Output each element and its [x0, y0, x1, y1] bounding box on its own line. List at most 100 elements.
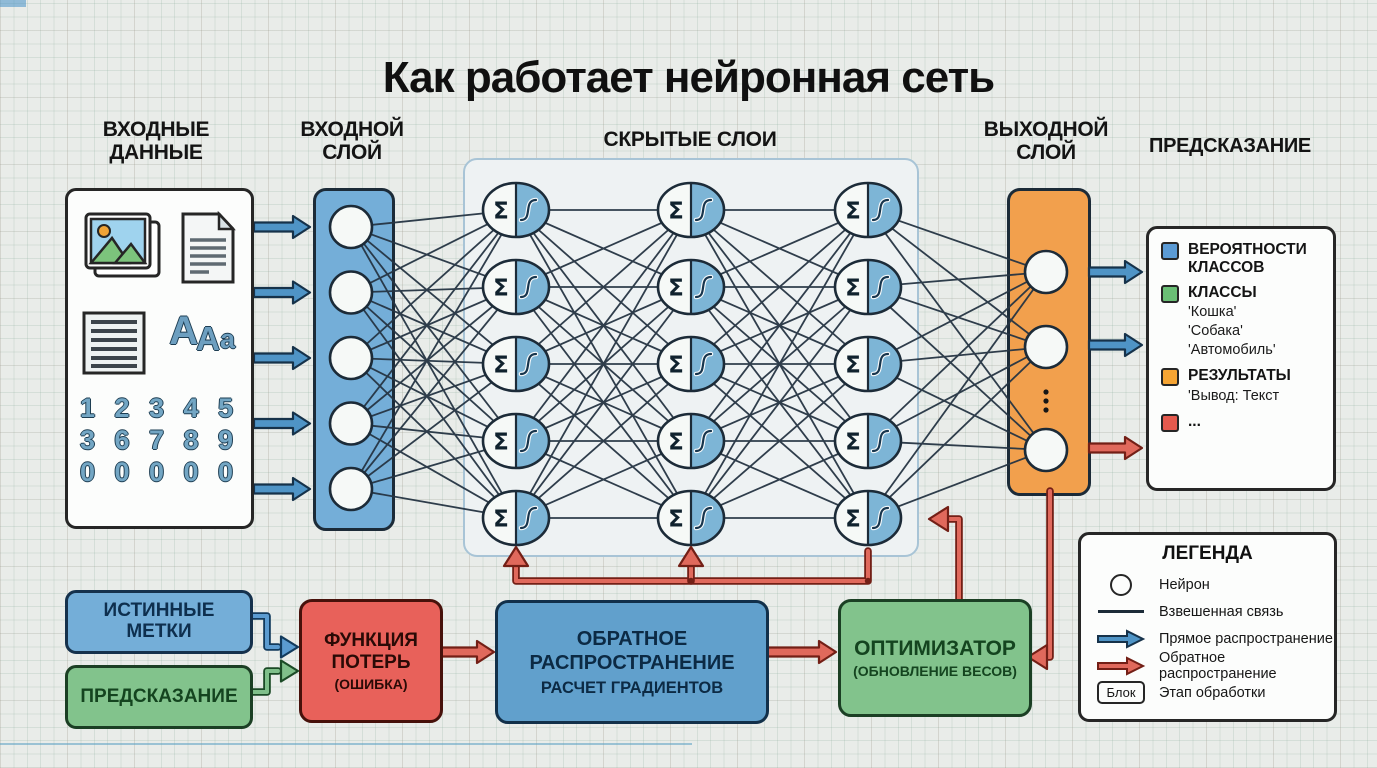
- optimizer-title: ОПТИМИЗАТОР: [854, 637, 1016, 660]
- arrowhead: [927, 505, 950, 533]
- prediction-panel: ВЕРОЯТНОСТИ КЛАССОВ КЛАССЫ 'Кошка' 'Соба…: [1146, 226, 1336, 491]
- backprop-title: ОБРАТНОЕ РАСПРОСТРАНЕНИЕ: [529, 627, 735, 674]
- legend-item-label: Этап обработки: [1159, 684, 1266, 701]
- optimizer-box: ОПТИМИЗАТОР (ОБНОВЛЕНИЕ ВЕСОВ): [838, 599, 1032, 717]
- prediction-item: ...: [1161, 413, 1333, 432]
- hidden-neuron: Σ: [833, 181, 903, 239]
- hidden-neuron: Σ: [481, 258, 551, 316]
- backpropagation-box: ОБРАТНОЕ РАСПРОСТРАНЕНИЕ РАСЧЕТ ГРАДИЕНТ…: [495, 600, 769, 724]
- class-example: 'Кошка': [1188, 304, 1237, 321]
- arrowhead: [502, 545, 530, 568]
- sum-glyph: Σ: [845, 276, 861, 302]
- hidden-layers-label: СКРЫТЫЕ СЛОИ: [603, 128, 777, 151]
- prediction-text: ПРЕДСКАЗАНИЕ: [80, 686, 238, 707]
- output-neuron: [1023, 427, 1069, 473]
- backward-arrow: [763, 639, 838, 665]
- legend-item: Обратное распространение: [1081, 649, 1334, 682]
- hidden-neuron: Σ: [481, 181, 551, 239]
- output-neuron: [1023, 249, 1069, 295]
- results-swatch: [1161, 367, 1179, 386]
- input-neuron: [328, 204, 374, 250]
- class-example: 'Собака': [1188, 323, 1243, 340]
- arrowhead: [279, 635, 300, 659]
- legend-item: Взвешенная связь: [1081, 598, 1334, 625]
- sum-glyph: Σ: [493, 430, 509, 456]
- hidden-neuron: Σ: [833, 489, 903, 547]
- forward-arrow: [252, 280, 312, 305]
- blue-arrow-icon: [1097, 628, 1146, 649]
- forward-arrow: [252, 411, 312, 436]
- scan-artifact-line: [0, 743, 692, 745]
- legend-item-label: Обратное распространение: [1159, 649, 1277, 682]
- backprop-subtitle: РАСЧЕТ ГРАДИЕНТОВ: [540, 678, 724, 697]
- prediction-item-label: ...: [1188, 412, 1201, 430]
- output-ellipsis: [1043, 407, 1049, 413]
- sum-glyph: Σ: [845, 353, 861, 379]
- sum-glyph: Σ: [493, 276, 509, 302]
- optimizer-subtitle: (ОБНОВЛЕНИЕ ВЕСОВ): [853, 663, 1017, 679]
- forward-arrow: [252, 345, 312, 371]
- sum-glyph: Σ: [493, 199, 509, 225]
- legend-item: Нейрон: [1081, 571, 1334, 598]
- input-neuron: [328, 466, 374, 512]
- neuron-circle-icon: [1110, 573, 1132, 596]
- hidden-neuron: Σ: [656, 489, 726, 547]
- hidden-neuron: Σ: [481, 489, 551, 547]
- input-neuron: [328, 270, 374, 315]
- arrowhead: [279, 659, 300, 683]
- backward-arrow: [438, 639, 496, 665]
- sum-glyph: Σ: [493, 507, 509, 533]
- input-icons-row-2: AAa: [68, 285, 251, 375]
- digits-row: 3 6 7 8 9: [79, 424, 240, 455]
- class-example: 'Автомобиль': [1188, 342, 1276, 359]
- sum-glyph: Σ: [668, 507, 684, 533]
- hidden-neuron: Σ: [656, 335, 726, 393]
- output-layer-label: ВЫХОДНОЙ СЛОЙ: [983, 118, 1109, 165]
- scan-artifact-corner: [0, 0, 26, 7]
- hidden-neuron: Σ: [481, 412, 551, 470]
- sum-glyph: Σ: [668, 276, 684, 302]
- photo-stack-icon: [84, 212, 161, 278]
- forward-arrow: [1087, 332, 1144, 358]
- arrowhead: [677, 545, 705, 568]
- prediction-item: КЛАССЫ 'Кошка' 'Собака' 'Автомобиль': [1161, 284, 1333, 360]
- class-probabilities-swatch: [1161, 242, 1179, 260]
- output-ellipsis: [1043, 398, 1049, 404]
- hidden-neuron: Σ: [833, 335, 903, 393]
- sum-glyph: Σ: [845, 507, 861, 533]
- block-chip-icon: Блок: [1097, 681, 1145, 704]
- input-neuron: [328, 401, 374, 446]
- legend-panel: ЛЕГЕНДА Нейрон Взвешенная связь Прямое р…: [1078, 532, 1337, 722]
- sum-glyph: Σ: [668, 353, 684, 379]
- sum-glyph: Σ: [493, 353, 509, 379]
- legend-title: ЛЕГЕНДА: [1162, 543, 1253, 564]
- weighted-link-line-icon: [1098, 610, 1144, 613]
- input-icons-row-1: [68, 191, 251, 285]
- legend-item-label: Прямое распространение: [1159, 630, 1333, 647]
- input-data-panel: AAa 1 2 3 4 5 3 6 7 8 9 0 0 0 0 0: [65, 188, 254, 529]
- sum-glyph: Σ: [668, 430, 684, 456]
- prediction-item-label: РЕЗУЛЬТАТЫ: [1188, 366, 1291, 384]
- prediction-item-label: ВЕРОЯТНОСТИ КЛАССОВ: [1188, 241, 1307, 276]
- loss-function-box: ФУНКЦИЯ ПОТЕРЬ (ОШИБКА): [299, 599, 443, 723]
- arrowhead: [1026, 643, 1049, 671]
- digits-sample: 1 2 3 4 5 3 6 7 8 9 0 0 0 0 0: [68, 393, 251, 489]
- result-arrow: [1087, 435, 1144, 461]
- legend-item: Блок Этап обработки: [1081, 679, 1334, 706]
- output-neuron: [1023, 324, 1069, 370]
- hidden-neuron: Σ: [833, 258, 903, 316]
- letters-sample: AAa: [169, 309, 235, 357]
- legend-item-label: Взвешенная связь: [1159, 603, 1284, 620]
- forward-arrow: [1087, 259, 1144, 285]
- digits-row: 1 2 3 4 5: [79, 393, 240, 423]
- hidden-neuron: Σ: [481, 335, 551, 393]
- prediction-item-label: КЛАССЫ: [1188, 283, 1257, 301]
- true-labels-box: ИСТИННЫЕ МЕТКИ: [65, 590, 253, 654]
- other-swatch: [1161, 413, 1179, 432]
- true-labels-text: ИСТИННЫЕ МЕТКИ: [103, 600, 215, 642]
- input-layer-label: ВХОДНОЙ СЛОЙ: [300, 118, 404, 165]
- loss-title: ФУНКЦИЯ ПОТЕРЬ: [324, 630, 418, 673]
- legend-item: Прямое распространение: [1081, 625, 1334, 652]
